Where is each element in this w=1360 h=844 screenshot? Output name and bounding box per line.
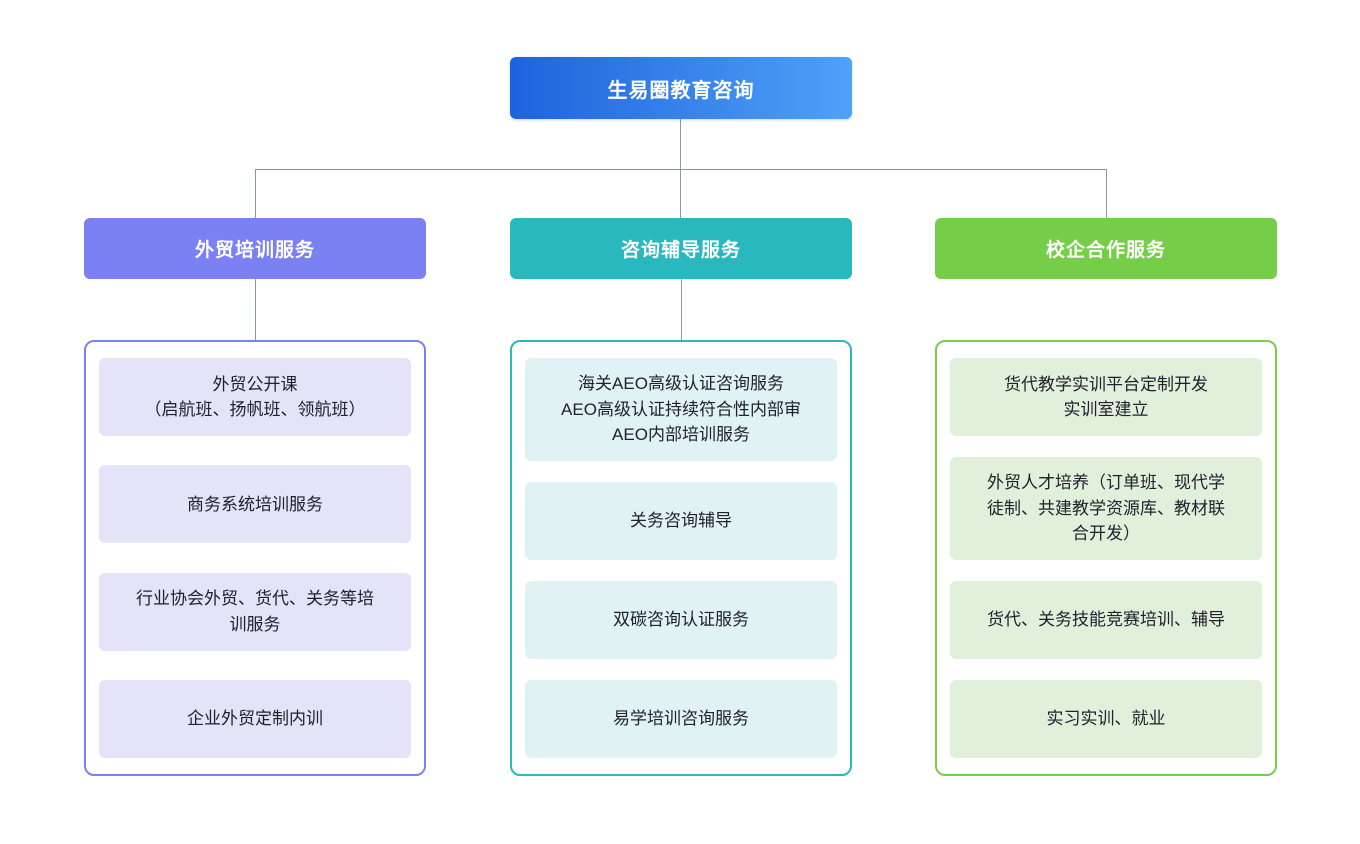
connector-header-to-list-2 [681,279,682,340]
connector-drop-branch-1 [255,169,256,218]
branch-header-school-enterprise: 校企合作服务 [935,218,1277,279]
leaf-item-line: 实习实训、就业 [1046,709,1166,729]
leaf-item-customs-coaching: 关务咨询辅导 [525,482,837,560]
leaf-item-line: 企业外贸定制内训 [187,709,323,729]
leaf-item-dual-carbon: 双碳咨询认证服务 [525,581,837,659]
branch-list-trade-training: 外贸公开课 （启航班、扬帆班、领航班） 商务系统培训服务 行业协会外贸、货代、关… [84,340,426,776]
branch-list-school-enterprise: 货代教学实训平台定制开发 实训室建立 外贸人才培养（订单班、现代学 徒制、共建教… [935,340,1277,776]
leaf-item-talent-cultivation: 外贸人才培养（订单班、现代学 徒制、共建教学资源库、教材联 合开发） [950,457,1262,560]
leaf-item-custom-internal-training: 企业外贸定制内训 [99,679,411,758]
leaf-item-line: 实训室建立 [1063,400,1149,419]
leaf-item-line: 货代、关务技能竞赛培训、辅导 [987,610,1225,630]
leaf-item-yixue-training: 易学培训咨询服务 [525,680,837,758]
branch-header-label: 外贸培训服务 [194,240,315,261]
connector-horizontal [255,169,1107,170]
leaf-item-open-course: 外贸公开课 （启航班、扬帆班、领航班） [99,358,411,436]
branch-list-consulting: 海关AEO高级认证咨询服务 AEO高级认证持续符合性内部审 AEO内部培训服务 … [510,340,852,776]
branch-header-consulting: 咨询辅导服务 [510,218,852,279]
leaf-item-association-training: 行业协会外贸、货代、关务等培 训服务 [99,572,411,651]
branch-header-label: 校企合作服务 [1045,240,1166,261]
root-node: 生易圈教育咨询 [510,57,852,119]
leaf-item-line: 易学培训咨询服务 [613,709,749,729]
branch-header-label: 咨询辅导服务 [620,240,741,261]
leaf-item-aeo-certification: 海关AEO高级认证咨询服务 AEO高级认证持续符合性内部审 AEO内部培训服务 [525,358,837,461]
leaf-item-line: 合开发） [1072,524,1140,544]
leaf-item-line: 外贸人才培养（订单班、现代学 [987,473,1225,493]
connector-root-to-center [680,119,681,218]
leaf-item-line: 商务系统培训服务 [187,494,323,514]
connector-drop-branch-3 [1106,169,1107,218]
leaf-item-line: AEO高级认证持续符合性内部审 [561,399,801,419]
leaf-item-line: AEO内部培训服务 [612,425,750,445]
leaf-item-internship-employment: 实习实训、就业 [950,680,1262,758]
leaf-item-line: 关务咨询辅导 [630,511,732,531]
leaf-item-line: 行业协会外贸、货代、关务等培 [136,589,374,609]
leaf-item-line: 训服务 [229,614,281,634]
root-node-label: 生易圈教育咨询 [607,79,755,102]
leaf-item-line: 徒制、共建教学资源库、教材联 [987,498,1225,518]
leaf-item-freight-platform: 货代教学实训平台定制开发 实训室建立 [950,358,1262,436]
leaf-item-line: 外贸公开课 [212,374,298,394]
connector-header-to-list-1 [255,279,256,340]
leaf-item-line: （启航班、扬帆班、领航班） [144,400,366,419]
branch-header-trade-training: 外贸培训服务 [84,218,426,279]
leaf-item-line: 双碳咨询认证服务 [613,610,749,630]
leaf-item-line: 海关AEO高级认证咨询服务 [578,374,784,394]
leaf-item-business-system-training: 商务系统培训服务 [99,465,411,544]
leaf-item-line: 货代教学实训平台定制开发 [1004,374,1208,394]
leaf-item-skill-competition: 货代、关务技能竞赛培训、辅导 [950,581,1262,659]
